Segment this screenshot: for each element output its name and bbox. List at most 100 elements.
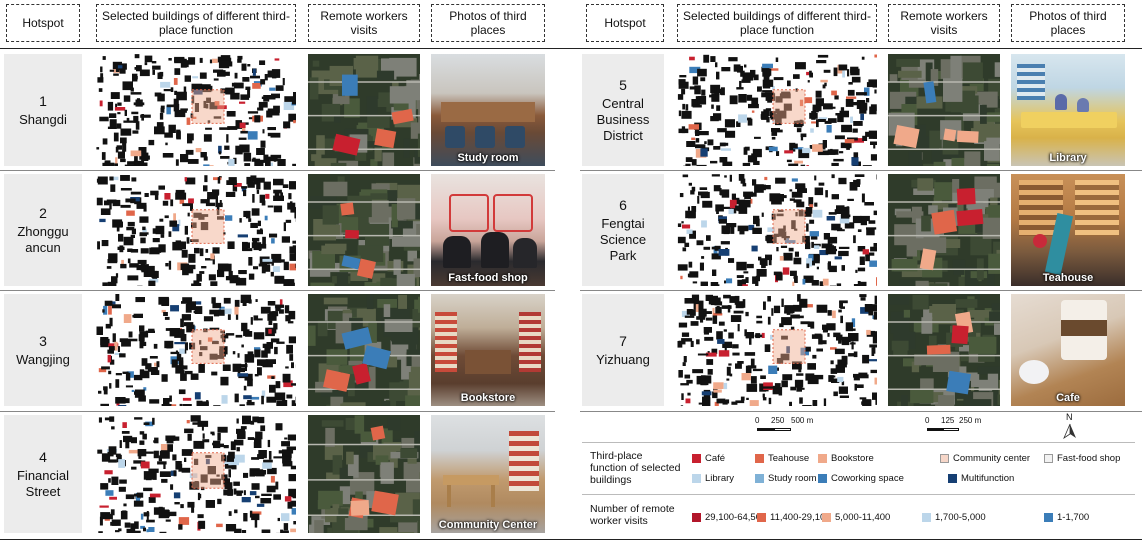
building: [833, 391, 838, 397]
building: [206, 97, 211, 103]
building: [135, 99, 143, 107]
building: [278, 450, 283, 454]
building: [223, 297, 231, 304]
building: [183, 349, 187, 354]
terrain-patch: [381, 401, 391, 406]
building: [779, 93, 791, 99]
building: [679, 193, 684, 198]
building: [700, 148, 708, 157]
building: [768, 257, 772, 266]
building: [140, 232, 149, 235]
building: [736, 121, 741, 127]
building: [256, 473, 265, 477]
building: [678, 322, 688, 328]
building: [680, 383, 689, 386]
building: [130, 523, 136, 532]
building: [218, 60, 230, 69]
building-footprints: [677, 294, 877, 406]
building: [855, 269, 858, 273]
building: [242, 126, 246, 133]
building: [768, 365, 778, 374]
building: [118, 405, 127, 406]
building: [98, 531, 103, 533]
building: [265, 359, 276, 364]
terrain-patch: [392, 532, 415, 533]
terrain-patch: [338, 160, 359, 166]
building: [708, 295, 718, 305]
building: [711, 104, 714, 109]
building: [839, 217, 850, 224]
building: [149, 247, 160, 255]
building: [136, 264, 142, 271]
building: [861, 56, 865, 60]
building: [803, 186, 806, 189]
building: [277, 517, 280, 522]
building: [217, 426, 228, 433]
building: [729, 296, 739, 303]
building: [798, 367, 802, 373]
building: [794, 251, 799, 257]
building: [752, 227, 762, 234]
building: [103, 387, 108, 395]
building: [753, 74, 759, 81]
terrain-patch: [385, 356, 398, 368]
building: [289, 181, 296, 190]
building: [254, 438, 262, 444]
row-divider-left-2: [0, 290, 555, 291]
building: [195, 148, 202, 153]
building: [738, 114, 747, 123]
terrain-patch: [370, 193, 387, 200]
building: [711, 253, 721, 260]
building: [201, 401, 209, 406]
building: [822, 84, 826, 89]
building: [246, 401, 255, 406]
photo-teahouse: Teahouse: [1011, 174, 1125, 286]
terrain-patch: [955, 299, 978, 308]
building: [691, 137, 696, 141]
building: [104, 300, 113, 306]
terrain-patch: [322, 205, 339, 225]
building: [199, 340, 202, 345]
building: [818, 182, 825, 186]
building: [236, 492, 242, 496]
building: [213, 78, 219, 81]
building: [831, 174, 835, 179]
building: [684, 242, 690, 247]
hotspot-number: 2: [39, 204, 47, 221]
terrain-patch: [971, 189, 994, 203]
building: [868, 304, 877, 312]
satellite-imagery: [308, 55, 420, 166]
building: [689, 66, 701, 74]
building: [726, 223, 737, 228]
building: [101, 152, 106, 160]
building: [108, 446, 117, 455]
building: [716, 398, 726, 404]
building: [203, 316, 213, 322]
building: [247, 437, 255, 440]
building: [249, 510, 253, 518]
building: [148, 497, 156, 503]
terrain-patch: [956, 196, 964, 218]
building: [254, 520, 258, 528]
building: [704, 141, 707, 144]
visited-building: [931, 209, 958, 235]
building: [161, 374, 168, 382]
building: [283, 101, 295, 110]
building: [200, 152, 207, 158]
building: [109, 113, 117, 118]
building: [743, 147, 748, 155]
building: [684, 315, 695, 318]
building: [828, 265, 837, 273]
building: [790, 326, 795, 330]
building: [252, 83, 261, 89]
terrain-patch: [309, 77, 319, 100]
building: [112, 219, 123, 228]
building: [807, 363, 816, 370]
building: [762, 397, 767, 401]
building: [743, 271, 749, 274]
building: [802, 278, 806, 285]
building: [97, 449, 103, 454]
building: [253, 179, 258, 185]
building: [109, 317, 113, 327]
building: [122, 142, 127, 152]
